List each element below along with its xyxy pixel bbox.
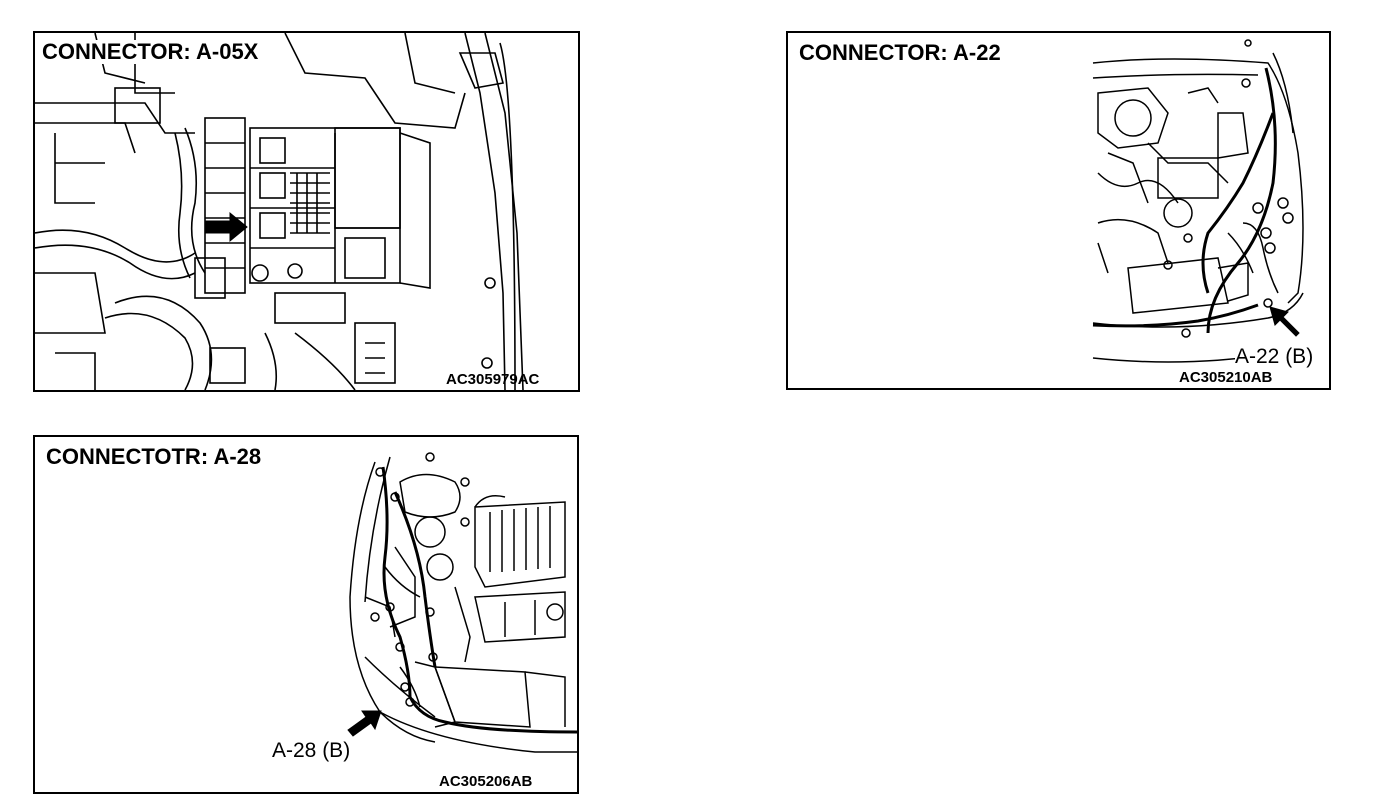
illustration-code: AC305979AC	[446, 371, 540, 388]
panel-connector-a28: CONNECTOTR: A-28 A-28 (B) AC305206AB	[33, 435, 579, 794]
engine-bay-fuse-box-illustration	[35, 33, 524, 390]
panel-title: CONNECTOR: A-05X	[40, 40, 262, 64]
connector-callout-label: A-28 (B)	[272, 739, 351, 762]
panel-connector-a22: CONNECTOR: A-22 A-22 (B) AC305210AB	[786, 31, 1331, 390]
location-arrow	[1269, 306, 1300, 337]
location-arrow	[347, 710, 382, 737]
engine-bay-front-right-illustration	[347, 452, 577, 753]
panel-title: CONNECTOR: A-22	[797, 41, 1004, 65]
panel-title: CONNECTOTR: A-28	[44, 445, 265, 469]
illustration-code: AC305210AB	[1179, 369, 1273, 386]
engine-bay-front-left-illustration	[1092, 39, 1304, 363]
illustration-code: AC305206AB	[439, 773, 533, 790]
location-arrow	[204, 211, 248, 243]
panel-connector-a05x: CONNECTOR: A-05X AC305979AC	[33, 31, 580, 392]
connector-callout-label: A-22 (B)	[1235, 345, 1314, 368]
